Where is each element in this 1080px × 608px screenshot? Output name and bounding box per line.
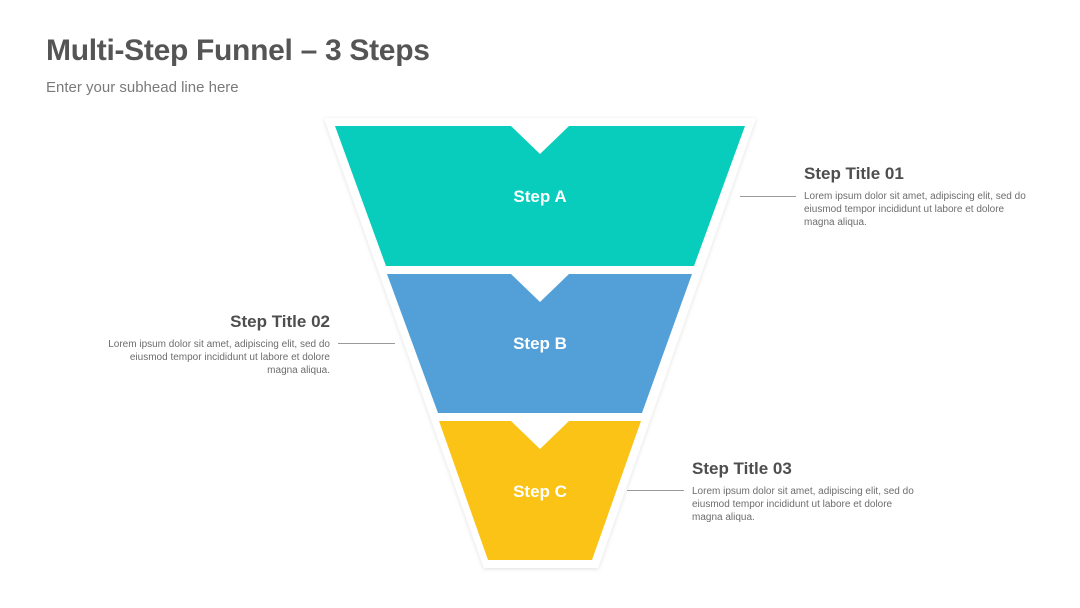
step-detail-03: Step Title 03 Lorem ipsum dolor sit amet… xyxy=(692,459,922,524)
funnel-step-a: Step A xyxy=(335,126,745,266)
page-title: Multi-Step Funnel – 3 Steps xyxy=(46,34,430,67)
step-detail-02-title: Step Title 02 xyxy=(230,312,330,331)
funnel-step-b-label: Step B xyxy=(513,334,567,353)
connector-line-01 xyxy=(740,196,796,197)
page-subtitle: Enter your subhead line here xyxy=(46,79,239,96)
step-detail-03-text: Lorem ipsum dolor sit amet, adipiscing e… xyxy=(692,486,914,523)
step-detail-01: Step Title 01 Lorem ipsum dolor sit amet… xyxy=(804,164,1034,229)
funnel-step-a-label: Step A xyxy=(513,187,566,206)
funnel-step-c-shape xyxy=(439,421,641,560)
funnel-step-b-shape xyxy=(387,274,692,413)
step-detail-02-text: Lorem ipsum dolor sit amet, adipiscing e… xyxy=(108,339,330,376)
step-detail-01-title: Step Title 01 xyxy=(804,164,904,183)
step-detail-02: Step Title 02 Lorem ipsum dolor sit amet… xyxy=(100,312,330,377)
step-detail-01-text: Lorem ipsum dolor sit amet, adipiscing e… xyxy=(804,191,1026,228)
connector-line-03 xyxy=(627,490,684,491)
connector-line-02 xyxy=(338,343,395,344)
funnel-step-a-shape xyxy=(335,126,745,266)
step-detail-03-title: Step Title 03 xyxy=(692,459,792,478)
funnel-step-c: Step C xyxy=(439,421,641,560)
funnel-step-b: Step B xyxy=(387,274,692,413)
funnel-step-c-label: Step C xyxy=(513,482,567,501)
